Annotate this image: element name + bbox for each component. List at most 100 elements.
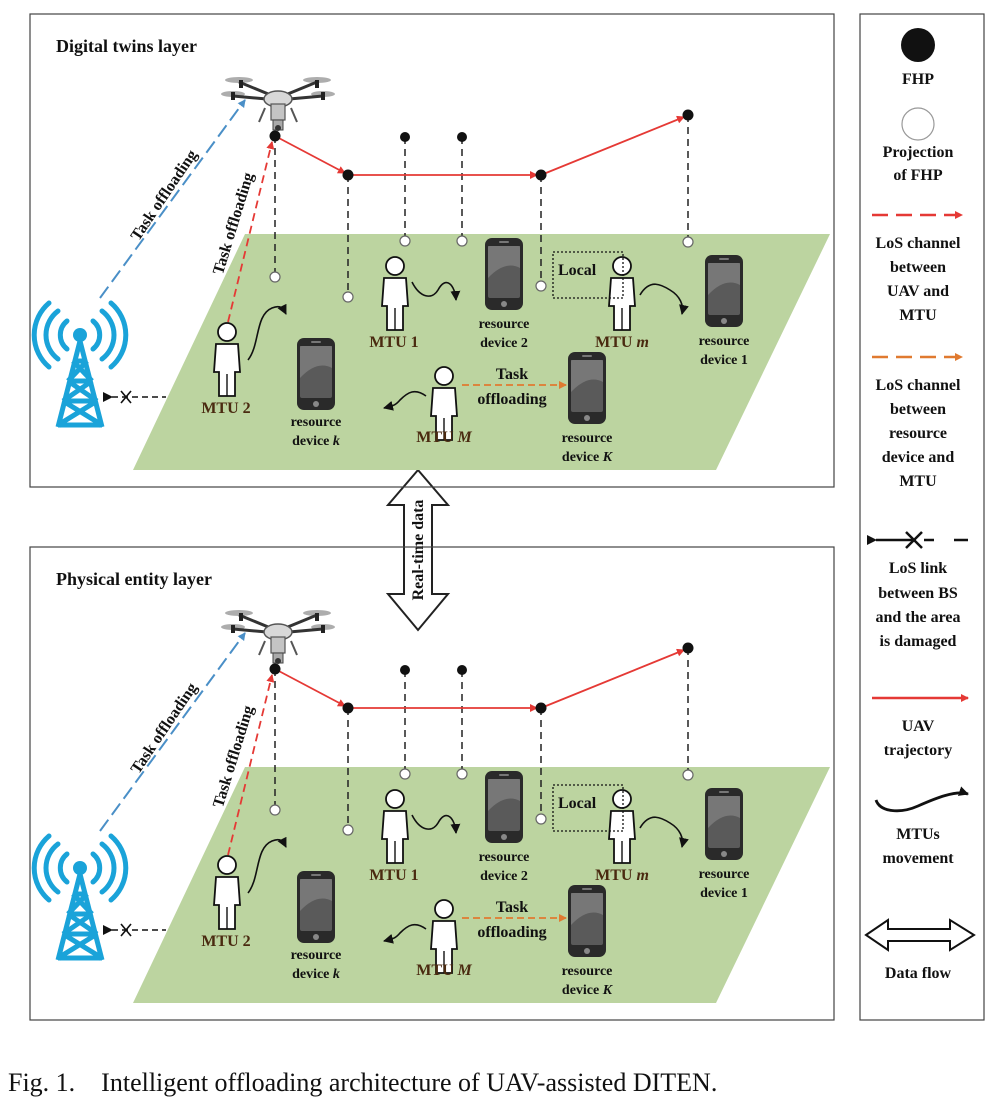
legend-movement-line1: MTUs (896, 826, 940, 843)
legend-los-resource-line3: resource (889, 425, 947, 442)
double-arrow-icon (864, 918, 976, 952)
legend-los-resource-line1: LoS channel (876, 377, 961, 394)
bs-offloading-channel (99, 99, 246, 299)
legend-los-resource-line4: device and (882, 449, 955, 466)
mtu-M-label: MTU M (416, 429, 472, 446)
smartphone-icon (485, 771, 523, 843)
layer-frame (29, 13, 835, 488)
bs-task-offloading-label: Task offloading (128, 680, 201, 777)
fhp-projection-points (269, 768, 694, 836)
realtime-data-label: Real-time data (410, 500, 427, 601)
uav-drone-icon (219, 75, 337, 133)
smartphone-icon (705, 788, 743, 860)
mtu-2-label: MTU 2 (201, 400, 250, 417)
legend-projection-icon (901, 107, 935, 141)
los-uav-mtu-channel (227, 674, 275, 856)
resource-device-2-line1: resource (479, 850, 530, 865)
uav-trajectory (274, 648, 685, 712)
legend-los-uav-line2: between (890, 259, 946, 276)
ground-plane (133, 234, 830, 470)
legend: FHP Projection of FHP LoS channel betwee… (859, 13, 985, 1021)
digital-twins-layer: Digital twins layer Task offloading (29, 13, 835, 488)
resource-device-1-line2: device 1 (700, 353, 748, 368)
legend-mtu-movement-icon (874, 786, 969, 813)
base-station-tower-icon (34, 836, 126, 960)
legend-damaged-line4: is damaged (880, 633, 957, 650)
resource-device-K-line1: resource (562, 431, 613, 446)
damaged-link (103, 923, 166, 937)
resource-device-K-line1: resource (562, 964, 613, 979)
resource-device-1-line2: device 1 (700, 886, 748, 901)
base-station-tower-icon (34, 303, 126, 427)
architecture-figure: Real-time data Digital twins layer Task … (29, 13, 985, 1021)
figure-caption: Fig. 1. Intelligent offloading architect… (8, 1068, 718, 1097)
mtu-m-label: MTU m (595, 334, 649, 351)
resource-device-k-line2: device k (292, 434, 340, 449)
legend-los-uav-line3: UAV and (887, 283, 949, 300)
legend-fhp-icon (901, 28, 935, 62)
legend-movement-line2: movement (882, 850, 954, 867)
legend-los-uav-line1: LoS channel (876, 235, 961, 252)
resource-device-K-line2: device K (562, 450, 614, 465)
resource-device-1-line1: resource (699, 867, 750, 882)
resource-device-2-line1: resource (479, 317, 530, 332)
smartphone-icon (568, 885, 606, 957)
legend-fhp-label: FHP (902, 71, 934, 88)
layer-title: Physical entity layer (56, 569, 212, 589)
fhp-projections (274, 115, 689, 297)
bs-task-offloading-label: Task offloading (128, 147, 201, 244)
resource-device-K-line2: device K (562, 983, 614, 998)
legend-frame (859, 13, 985, 1021)
resource-device-2-line2: device 2 (480, 336, 528, 351)
legend-damaged-line2: between BS (878, 585, 958, 602)
resource-task-label: Task (496, 366, 528, 383)
mtu-2-label: MTU 2 (201, 933, 250, 950)
resource-task-label: Task (496, 899, 528, 916)
resource-device-k-line2: device k (292, 967, 340, 982)
fhp-projections (274, 648, 689, 830)
resource-device-2-line2: device 2 (480, 869, 528, 884)
layer-frame (29, 546, 835, 1021)
smartphone-icon (568, 352, 606, 424)
smartphone-icon (297, 871, 335, 943)
fhp-points (269, 109, 694, 181)
uav-drone-icon (219, 608, 337, 666)
smartphone-icon (297, 338, 335, 410)
legend-los-resource-line2: between (890, 401, 946, 418)
legend-damaged-link-icon (867, 531, 968, 549)
resource-device-k-line1: resource (291, 415, 342, 430)
legend-projection-line2: of FHP (893, 167, 943, 184)
legend-los-uav-line4: MTU (899, 307, 937, 324)
smartphone-icon (485, 238, 523, 310)
resource-device-1-line1: resource (699, 334, 750, 349)
local-label: Local (558, 795, 597, 812)
mtu-movement-paths (247, 281, 689, 411)
legend-damaged-line1: LoS link (889, 560, 947, 577)
mtu-1-label: MTU 1 (369, 334, 418, 351)
mtu-movement-paths (247, 814, 689, 944)
fhp-projection-points (269, 235, 694, 303)
legend-projection-line1: Projection (883, 144, 954, 161)
realtime-data-arrow (385, 468, 451, 632)
local-box (552, 251, 624, 299)
layer-title: Digital twins layer (56, 36, 197, 56)
local-label: Local (558, 262, 597, 279)
bs-offloading-channel (99, 632, 246, 832)
los-uav-mtu-channel (227, 141, 275, 323)
mtu-m-label: MTU m (595, 867, 649, 884)
resource-offloading-label: offloading (477, 924, 546, 941)
smartphone-icon (705, 255, 743, 327)
resource-offloading-label: offloading (477, 391, 546, 408)
physical-entity-layer: Physical entity layer Task offloading Ta… (29, 546, 835, 1021)
legend-damaged-line3: and the area (875, 609, 960, 626)
local-box (552, 784, 624, 832)
legend-los-resource-line5: MTU (899, 473, 937, 490)
fhp-points (269, 642, 694, 714)
mtu-M-label: MTU M (416, 962, 472, 979)
resource-device-k-line1: resource (291, 948, 342, 963)
mtu-1-label: MTU 1 (369, 867, 418, 884)
uav-trajectory (274, 115, 685, 179)
legend-trajectory-line2: trajectory (884, 742, 952, 759)
ground-plane (133, 767, 830, 1003)
damaged-link (103, 390, 166, 404)
